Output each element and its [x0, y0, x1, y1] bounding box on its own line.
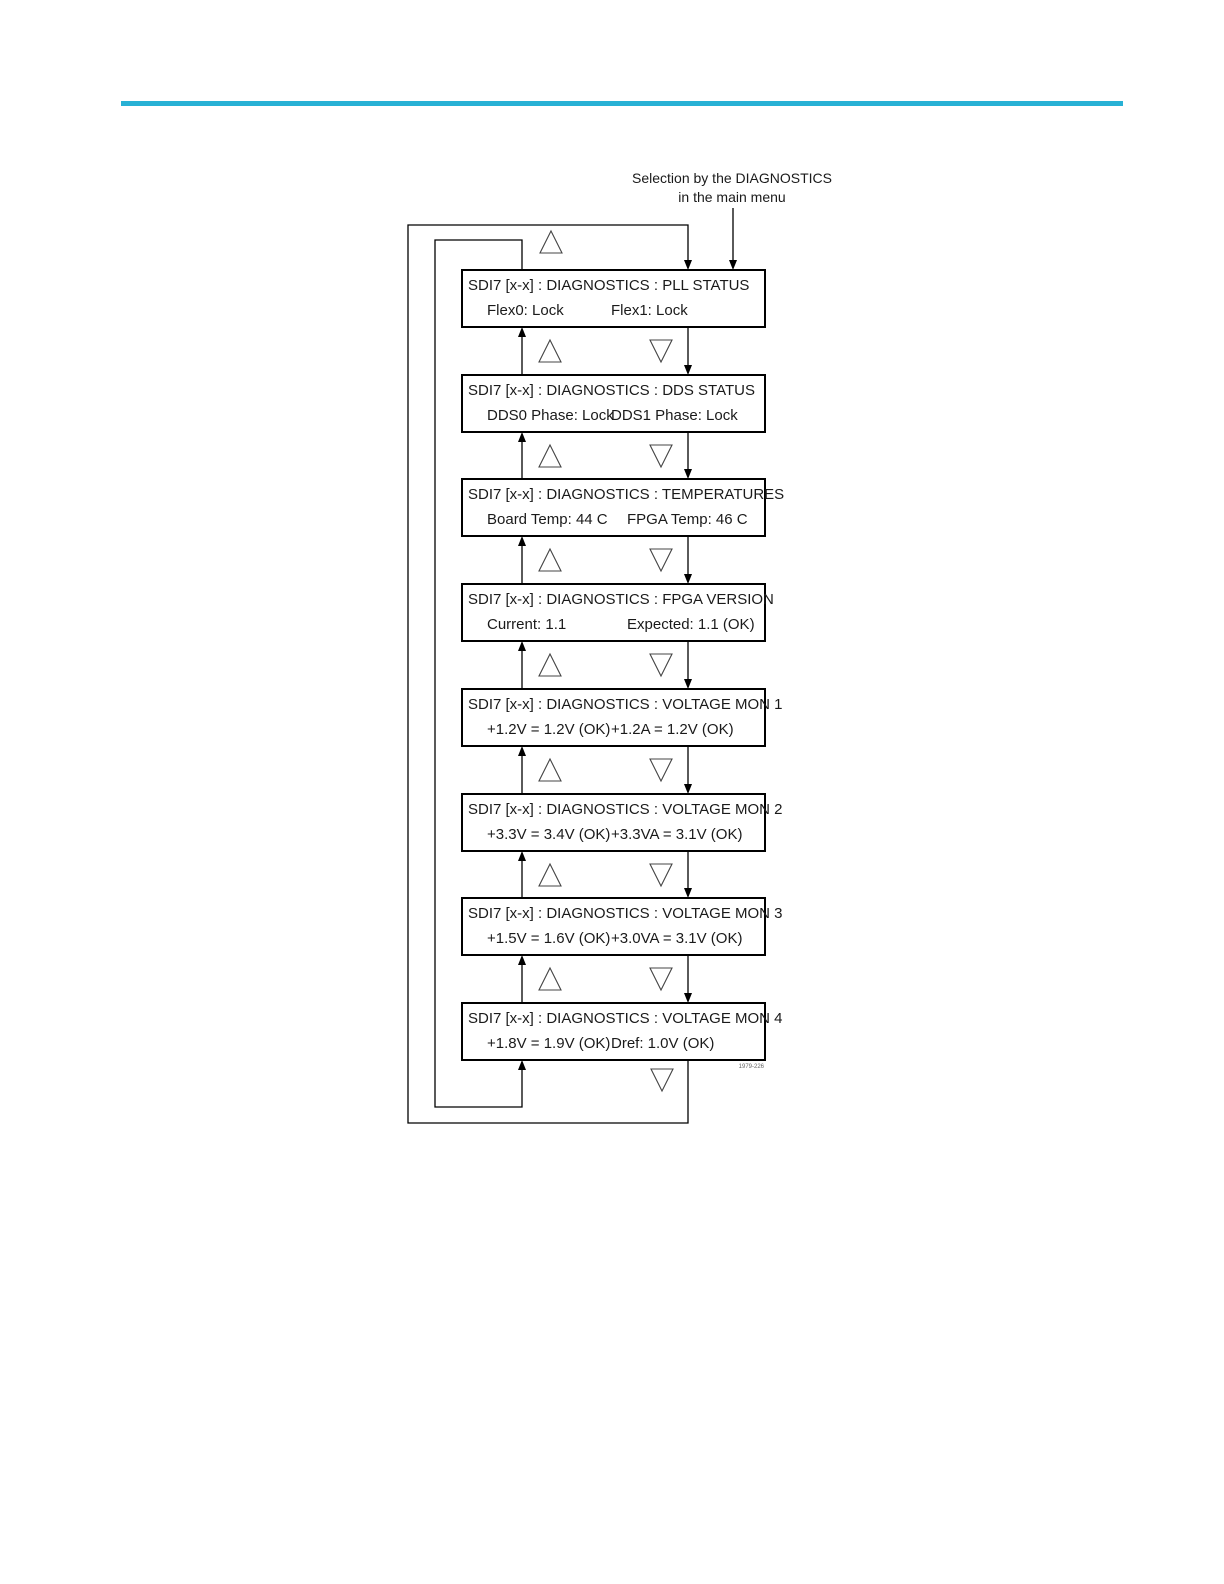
screen-box	[461, 583, 766, 642]
up-arrow-head	[518, 746, 526, 756]
up-button-icon	[538, 966, 562, 991]
down-button-icon	[649, 758, 673, 783]
screen-field-2: FPGA Temp: 46 C	[627, 511, 748, 528]
up-button-icon	[538, 338, 562, 363]
screen-field-2: Dref: 1.0V (OK)	[611, 1035, 714, 1052]
screen-field-2: Expected: 1.1 (OK)	[627, 616, 755, 633]
entry-note-line-1: Selection by the DIAGNOSTICS	[632, 170, 832, 186]
screen-field-2: +1.2A = 1.2V (OK)	[611, 721, 734, 738]
screen-box	[461, 793, 766, 852]
screen-box	[461, 897, 766, 956]
screen-box	[461, 374, 766, 433]
up-arrow-head	[518, 851, 526, 861]
down-button-icon	[649, 967, 673, 992]
screen-field-1: +3.3V = 3.4V (OK)	[487, 826, 610, 843]
screen-title: SDI7 [x-x] : DIAGNOSTICS : DDS STATUS	[468, 382, 755, 399]
figure-id: 1979-226	[739, 1064, 765, 1070]
screen-field-1: Board Temp: 44 C	[487, 511, 608, 528]
up-button-icon	[538, 862, 562, 887]
arrow-wrap-down-head	[684, 260, 692, 270]
down-button-icon	[649, 444, 673, 469]
loop-wire-wrap-down	[407, 224, 689, 1124]
down-button-icon	[649, 548, 673, 573]
up-button-icon	[538, 443, 562, 468]
down-button-icon	[649, 339, 673, 364]
screen-title: SDI7 [x-x] : DIAGNOSTICS : VOLTAGE MON 2	[468, 801, 783, 818]
down-button-icon	[649, 863, 673, 888]
screen-field-1: Flex0: Lock	[487, 302, 564, 319]
down-arrow-head	[684, 679, 692, 689]
screen-field-1: DDS0 Phase: Lock	[487, 407, 614, 424]
screen-field-2: Flex1: Lock	[611, 302, 688, 319]
loop-wire-wrap-up	[434, 239, 523, 1108]
screen-title: SDI7 [x-x] : DIAGNOSTICS : PLL STATUS	[468, 277, 749, 294]
screen-field-1: +1.8V = 1.9V (OK)	[487, 1035, 610, 1052]
down-arrow-head	[684, 993, 692, 1003]
screen-title: SDI7 [x-x] : DIAGNOSTICS : VOLTAGE MON 3	[468, 905, 783, 922]
up-arrow-head	[518, 641, 526, 651]
screen-title: SDI7 [x-x] : DIAGNOSTICS : VOLTAGE MON 4	[468, 1010, 783, 1027]
down-arrow-head	[684, 888, 692, 898]
screen-field-2: +3.0VA = 3.1V (OK)	[611, 930, 742, 947]
down-button-icon	[649, 653, 673, 678]
entry-arrow-head	[729, 260, 737, 270]
down-arrow-head	[684, 574, 692, 584]
screen-title: SDI7 [x-x] : DIAGNOSTICS : TEMPERATURES	[468, 486, 784, 503]
screen-field-2: +3.3VA = 3.1V (OK)	[611, 826, 742, 843]
up-arrow-head	[518, 955, 526, 965]
screen-field-1: +1.2V = 1.2V (OK)	[487, 721, 610, 738]
up-button-icon	[539, 229, 563, 254]
screen-title: SDI7 [x-x] : DIAGNOSTICS : VOLTAGE MON 1	[468, 696, 783, 713]
up-button-icon	[538, 652, 562, 677]
screen-box	[461, 688, 766, 747]
screen-box	[461, 269, 766, 328]
screen-field-1: Current: 1.1	[487, 616, 566, 633]
up-arrow-head	[518, 432, 526, 442]
screen-field-1: +1.5V = 1.6V (OK)	[487, 930, 610, 947]
down-arrow-head	[684, 469, 692, 479]
up-arrow-head	[518, 536, 526, 546]
screen-box	[461, 1002, 766, 1061]
entry-note-line-2: in the main menu	[678, 189, 785, 205]
up-button-icon	[538, 757, 562, 782]
screen-field-2: DDS1 Phase: Lock	[611, 407, 738, 424]
header-rule	[121, 101, 1123, 106]
down-arrow-head	[684, 365, 692, 375]
arrow-wrap-up-head	[518, 1060, 526, 1070]
up-arrow-head	[518, 327, 526, 337]
down-arrow-head	[684, 784, 692, 794]
screen-box	[461, 478, 766, 537]
down-button-icon	[650, 1068, 674, 1093]
up-button-icon	[538, 547, 562, 572]
screen-title: SDI7 [x-x] : DIAGNOSTICS : FPGA VERSION	[468, 591, 774, 608]
